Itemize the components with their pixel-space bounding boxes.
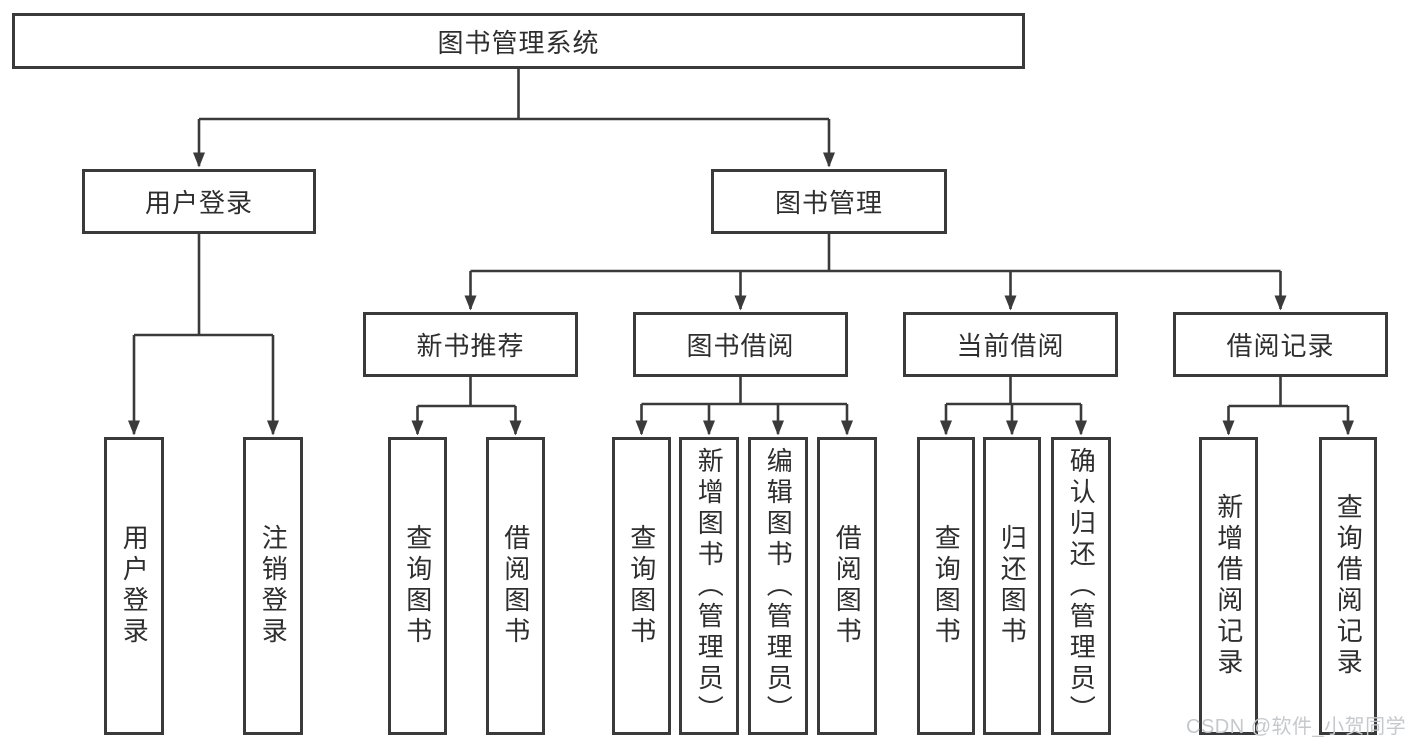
node-current-borrow-label: 当前借阅 [956, 331, 1065, 361]
node-book-borrow-label: 图书借阅 [686, 331, 795, 361]
leaf-query-books-2-label: 查询图书 [626, 524, 657, 648]
leaf-logout: 注销登录 [243, 437, 303, 735]
leaf-user-login: 用户登录 [104, 437, 164, 735]
leaf-confirm-return-admin: 确认归还（管理员） [1051, 437, 1111, 735]
node-new-book-recommend-label: 新书推荐 [416, 331, 525, 361]
node-current-borrow: 当前借阅 [903, 312, 1118, 377]
leaf-query-borrow-record: 查询借阅记录 [1319, 437, 1377, 735]
leaf-borrow-books-1: 借阅图书 [486, 437, 545, 735]
node-book-borrow: 图书借阅 [633, 312, 848, 377]
node-user-login: 用户登录 [82, 169, 316, 234]
leaf-edit-books-admin-label: 编辑图书（管理员） [763, 446, 794, 726]
leaf-logout-label: 注销登录 [258, 524, 289, 648]
leaf-add-books-admin-label: 新增图书（管理员） [694, 446, 725, 726]
leaf-add-borrow-record-label: 新增借阅记录 [1213, 493, 1244, 679]
node-borrow-records-label: 借阅记录 [1226, 331, 1335, 361]
node-root: 图书管理系统 [12, 13, 1025, 69]
leaf-edit-books-admin: 编辑图书（管理员） [748, 437, 808, 735]
leaf-borrow-books-2: 借阅图书 [817, 437, 877, 735]
node-borrow-records: 借阅记录 [1173, 312, 1388, 377]
node-user-login-label: 用户登录 [144, 188, 253, 218]
node-new-book-recommend: 新书推荐 [363, 312, 578, 377]
leaf-add-borrow-record: 新增借阅记录 [1199, 437, 1258, 735]
leaf-query-books-2: 查询图书 [612, 437, 671, 735]
leaf-add-books-admin: 新增图书（管理员） [679, 437, 739, 735]
leaf-query-borrow-record-label: 查询借阅记录 [1333, 493, 1364, 679]
leaf-query-books-3: 查询图书 [917, 437, 975, 735]
node-book-management-label: 图书管理 [774, 188, 883, 218]
leaf-borrow-books-1-label: 借阅图书 [500, 524, 531, 648]
node-book-management: 图书管理 [711, 169, 947, 234]
leaf-query-books-1-label: 查询图书 [402, 524, 433, 648]
csdn-watermark: CSDN @软件_小贺同学 [1186, 716, 1405, 738]
leaf-borrow-books-2-label: 借阅图书 [832, 524, 863, 648]
leaf-return-books: 归还图书 [983, 437, 1041, 735]
leaf-query-books-3-label: 查询图书 [931, 524, 962, 648]
node-root-label: 图书管理系统 [437, 27, 600, 58]
leaf-query-books-1: 查询图书 [388, 437, 447, 735]
leaf-user-login-label: 用户登录 [119, 524, 150, 648]
leaf-return-books-label: 归还图书 [997, 524, 1028, 648]
leaf-confirm-return-admin-label: 确认归还（管理员） [1066, 446, 1097, 726]
